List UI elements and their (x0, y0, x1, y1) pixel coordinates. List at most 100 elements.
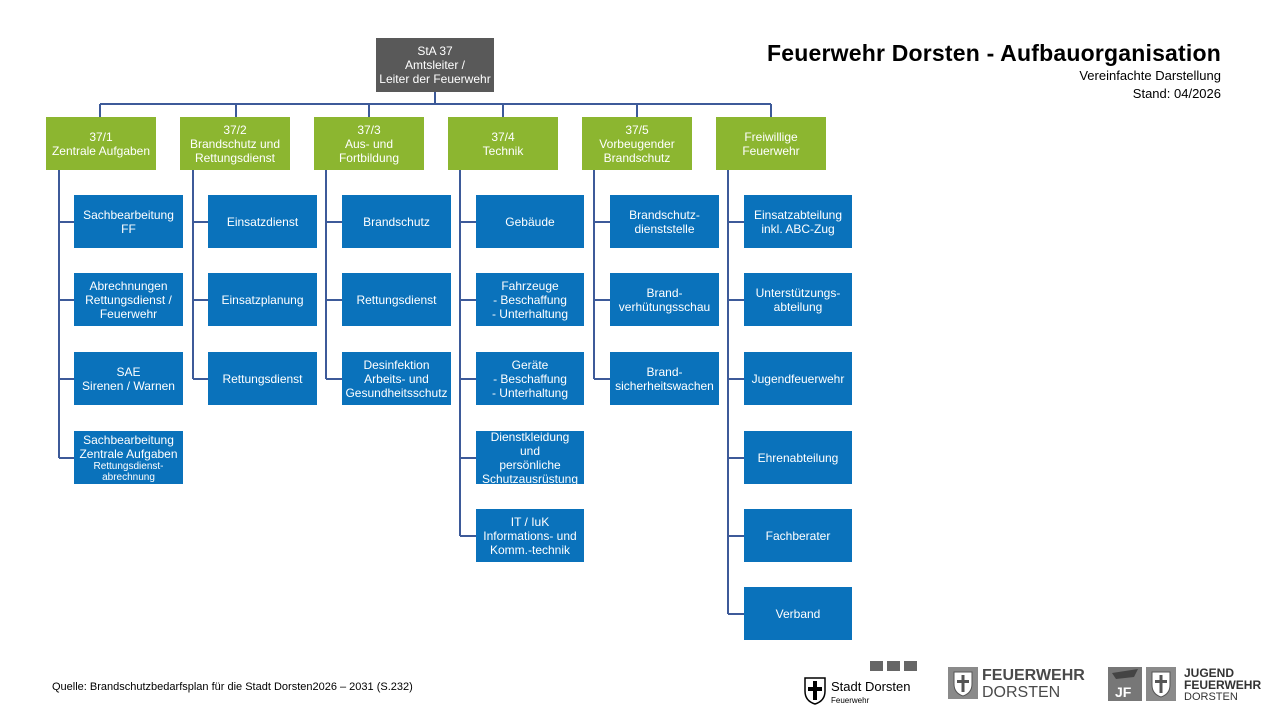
unit-einsatzdienst: Einsatzdienst (208, 195, 317, 248)
unit-line: - Unterhaltung (491, 306, 569, 321)
unit-line: Ehrenabteilung (757, 450, 839, 465)
stadt-sub: Feuerwehr (831, 696, 870, 705)
unit-rettungsdienst-ausbildung: Rettungsdienst (342, 273, 451, 326)
unit-line: Brand- (646, 364, 683, 379)
unit-line: Jugendfeuerwehr (751, 371, 845, 386)
unit-line: Fahrzeuge (501, 278, 559, 293)
feuerwehr-line1: FEUERWEHR (982, 667, 1085, 684)
unit-line: inkl. ABC-Zug (761, 221, 835, 236)
unit-fahrzeuge: Fahrzeuge - Beschaffung - Unterhaltung (476, 273, 584, 326)
stadt-name: Stadt Dorsten (831, 679, 911, 694)
coat-of-arms-icon (804, 677, 826, 705)
feuerwehr-dorsten-logo: FEUERWEHR DORSTEN (948, 667, 1098, 701)
unit-line: Desinfektion (363, 357, 430, 372)
unit-sae-sirenen: SAE Sirenen / Warnen (74, 352, 183, 405)
unit-line: Rettungsdienst (222, 371, 303, 386)
department-37-4: 37/4 Technik (448, 117, 558, 170)
unit-line: Komm.-technik (489, 542, 571, 557)
department-freiwillige-feuerwehr: Freiwillige Feuerwehr (716, 117, 826, 170)
unit-sachbearbeitung-zentrale-aufgaben: Sachbearbeitung Zentrale Aufgaben Rettun… (74, 431, 183, 484)
unit-it-iuk: IT / IuK Informations- und Komm.-technik (476, 509, 584, 562)
unit-line: Arbeits- und (364, 371, 429, 386)
department-name: Aus- und Fortbildung (338, 136, 400, 165)
unit-line: Einsatzplanung (221, 292, 304, 307)
unit-line: IT / IuK (510, 514, 550, 529)
department-code: 37/2 (223, 122, 247, 137)
department-37-3: 37/3 Aus- und Fortbildung (314, 117, 424, 170)
unit-line: Sachbearbeitung (83, 432, 174, 447)
unit-ehrenabteilung: Ehrenabteilung (744, 431, 852, 484)
jugend-emblem-icon (1146, 667, 1176, 701)
unit-line: Brandschutz (363, 214, 430, 229)
unit-dienstkleidung: Dienstkleidung und persönliche Schutzaus… (476, 430, 584, 486)
unit-unterstuetzungsabteilung: Unterstützungs- abteilung (744, 273, 852, 326)
department-name: Vorbeugender Brandschutz (599, 136, 675, 165)
unit-sachbearbeitung-ff: Sachbearbeitung FF (74, 195, 183, 248)
unit-line: Gebäude (505, 214, 555, 229)
unit-line: Informations- und (483, 528, 577, 543)
unit-line: Einsatzdienst (226, 214, 299, 229)
jugendfeuerwehr-logo: JF JUGEND FEUERWEHR DORSTEN (1108, 667, 1270, 703)
unit-line: - Unterhaltung (491, 385, 569, 400)
unit-line: Brandschutz- (629, 207, 700, 222)
department-37-5: 37/5 Vorbeugender Brandschutz (582, 117, 692, 170)
unit-line: SAE (116, 364, 141, 379)
stadt-dorsten-logo: Stadt Dorsten Feuerwehr (804, 661, 924, 707)
unit-einsatzplanung: Einsatzplanung (208, 273, 317, 326)
unit-line: Rettungsdienst / (85, 292, 172, 307)
unit-line: Sirenen / Warnen (82, 378, 175, 393)
unit-line-small: Rettungsdienst- (93, 460, 164, 472)
unit-line: Verband (775, 606, 821, 621)
feuerwehr-emblem-icon (948, 667, 978, 699)
unit-line: Feuerwehr (99, 306, 158, 321)
department-name: Zentrale Aufgaben (51, 143, 151, 158)
department-37-1: 37/1 Zentrale Aufgaben (46, 117, 156, 170)
unit-rettungsdienst: Rettungsdienst (208, 352, 317, 405)
root-node-amtsleiter: StA 37 Amtsleiter / Leiter der Feuerwehr (376, 38, 494, 92)
page-subtitle: Vereinfachte Darstellung (1079, 68, 1221, 83)
unit-abrechnungen: Abrechnungen Rettungsdienst / Feuerwehr (74, 273, 183, 326)
root-line2: Leiter der Feuerwehr (379, 72, 491, 86)
jugend-line1: JUGEND (1184, 666, 1235, 680)
unit-line: dienststelle (634, 221, 695, 236)
unit-brandverhuetungsschau: Brand- verhütungsschau (610, 273, 719, 326)
unit-line: Zentrale Aufgaben (79, 446, 178, 461)
unit-verband: Verband (744, 587, 852, 640)
feuerwehr-line2: DORSTEN (982, 684, 1061, 701)
unit-line: persönliche (499, 457, 561, 472)
department-code: 37/3 (357, 122, 381, 137)
source-note: Quelle: Brandschutzbedarfsplan für die S… (52, 681, 413, 693)
unit-line: verhütungsschau (618, 299, 711, 314)
jf-badge-text: JF (1115, 684, 1132, 700)
page-title: Feuerwehr Dorsten - Aufbauorganisation (766, 40, 1221, 66)
stadt-squares-icon (870, 661, 918, 671)
department-code: 37/4 (491, 129, 515, 144)
department-name: Freiwillige Feuerwehr (742, 129, 800, 158)
unit-line-small: abrechnung (102, 471, 155, 483)
unit-brandsicherheitswachen: Brand- sicherheitswachen (610, 352, 719, 405)
unit-line: sicherheitswachen (615, 378, 714, 393)
department-code: 37/1 (89, 129, 113, 144)
unit-line: abteilung (773, 299, 823, 314)
unit-line: Brand- (646, 285, 683, 300)
unit-line: Sachbearbeitung (83, 207, 174, 222)
unit-fachberater: Fachberater (744, 509, 852, 562)
status-date: Stand: 04/2026 (1132, 86, 1221, 101)
department-37-2: 37/2 Brandschutz und Rettungsdienst (180, 117, 290, 170)
unit-geraete: Geräte - Beschaffung - Unterhaltung (476, 352, 584, 405)
unit-line: Einsatzabteilung (753, 207, 843, 222)
root-code: StA 37 (417, 44, 453, 58)
unit-line: - Beschaffung (493, 292, 567, 307)
unit-jugendfeuerwehr: Jugendfeuerwehr (744, 352, 852, 405)
unit-line: Rettungsdienst (356, 292, 437, 307)
unit-line: Gesundheitsschutz (345, 385, 448, 400)
root-line1: Amtsleiter / (404, 58, 465, 72)
jugend-line2: FEUERWEHR (1184, 678, 1262, 692)
unit-line: Unterstützungs- (755, 285, 841, 300)
department-code: 37/5 (625, 122, 649, 137)
unit-line: FF (121, 221, 136, 236)
department-name: Brandschutz und Rettungsdienst (189, 136, 281, 165)
jugend-line3: DORSTEN (1184, 691, 1238, 703)
unit-line: Fachberater (765, 528, 831, 543)
